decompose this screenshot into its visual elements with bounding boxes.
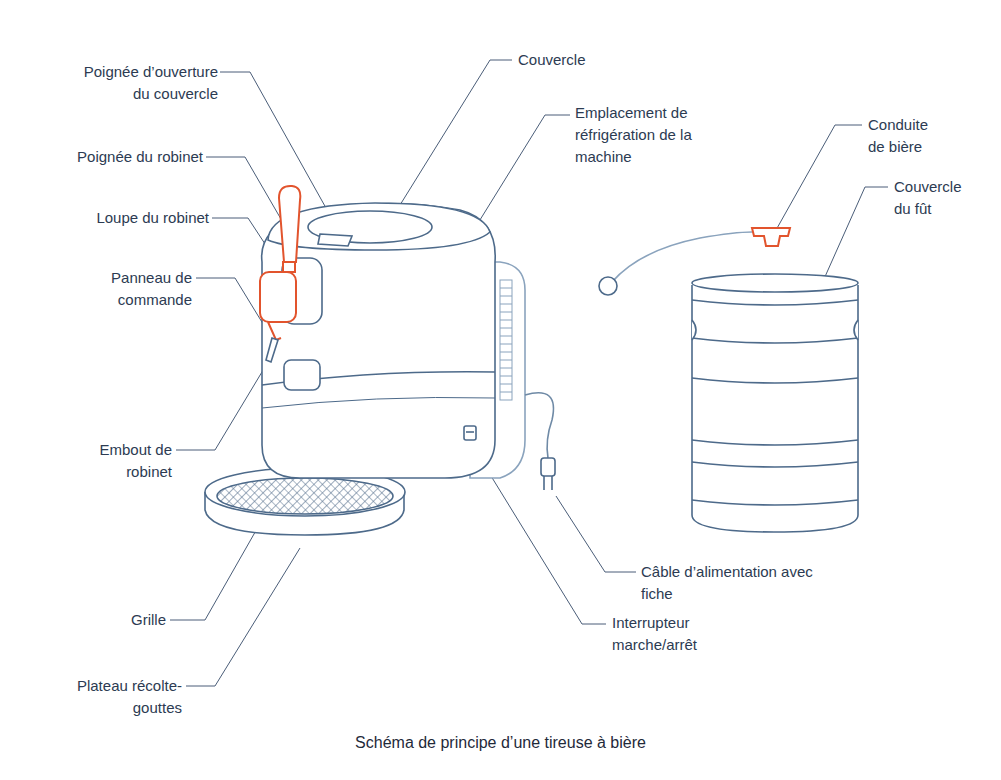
figure-caption: Schéma de principe d’une tireuse à bière xyxy=(0,734,1001,752)
part-label: Embout de robinet xyxy=(90,439,172,483)
part-label: Panneau de commande xyxy=(97,267,192,311)
part-label: Grille xyxy=(131,609,166,631)
part-label: Loupe du robinet xyxy=(96,207,209,229)
part-label: Interrupteur marche/arrêt xyxy=(612,612,736,656)
part-label: Conduite de bière xyxy=(868,114,946,158)
part-label: Poignée d’ouverture du couvercle xyxy=(68,61,218,105)
part-label: Couvercle du fût xyxy=(894,176,974,220)
leader-lines xyxy=(170,60,888,686)
keg-drawing xyxy=(599,228,858,532)
part-label: Emplacement de réfrigération de la machi… xyxy=(575,102,703,168)
machine-drawing xyxy=(205,186,555,535)
part-label: Câble d’alimentation avec fiche xyxy=(641,561,813,605)
part-label: Couvercle xyxy=(518,49,586,71)
part-label: Poignée du robinet xyxy=(77,146,203,168)
part-label: Plateau récolte-gouttes xyxy=(60,675,182,719)
